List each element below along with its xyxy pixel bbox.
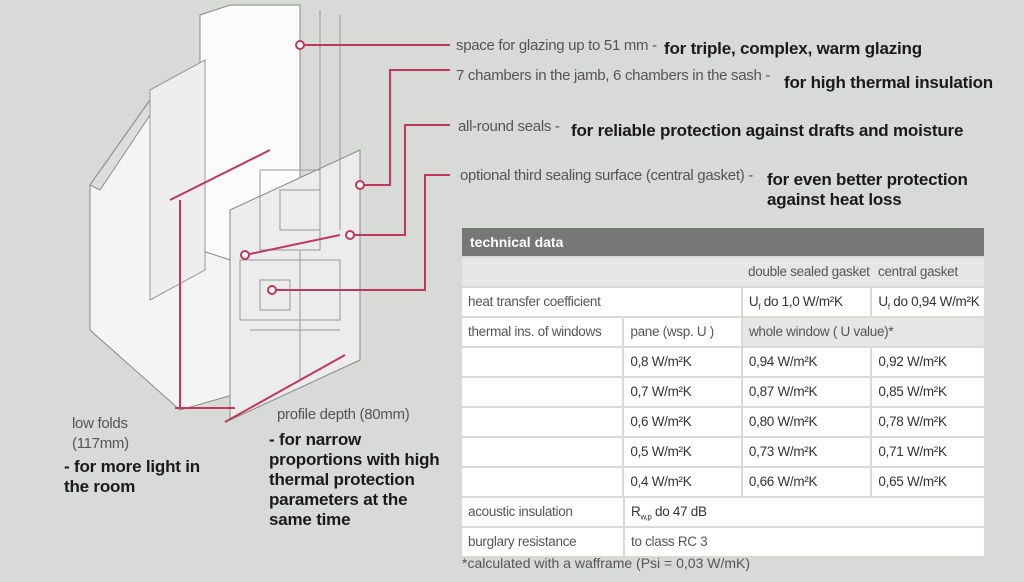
callout-chambers-desc: for high thermal insulation bbox=[784, 73, 993, 92]
pane-header: pane (wsp. U ) bbox=[624, 318, 741, 346]
table-row: 0,4 W/m²K 0,66 W/m²K 0,65 W/m²K bbox=[462, 468, 984, 496]
heat-central: Uf do 0,94 W/m²K bbox=[872, 288, 984, 316]
pane-value: 0,7 W/m²K bbox=[624, 378, 741, 406]
central-value: 0,92 W/m²K bbox=[872, 348, 984, 376]
double-value: 0,73 W/m²K bbox=[742, 438, 871, 466]
burglary-label: burglary resistance bbox=[462, 528, 623, 556]
footnote: *calculated with a wafframe (Psi = 0,03 … bbox=[462, 555, 751, 571]
table-row: acoustic insulation Rw,p do 47 dB bbox=[462, 498, 984, 526]
table-row: 0,8 W/m²K 0,94 W/m²K 0,92 W/m²K bbox=[462, 348, 984, 376]
table-row: heat transfer coefficient Uf do 1,0 W/m²… bbox=[462, 288, 984, 316]
table-row: burglary resistance to class RC 3 bbox=[462, 528, 984, 556]
double-value: 0,80 W/m²K bbox=[742, 408, 871, 436]
table-row: 0,7 W/m²K 0,87 W/m²K 0,85 W/m²K bbox=[462, 378, 984, 406]
whole-window-header: whole window ( U value)* bbox=[742, 318, 984, 346]
table-row: 0,6 W/m²K 0,80 W/m²K 0,78 W/m²K bbox=[462, 408, 984, 436]
empty-cell bbox=[462, 438, 623, 466]
burglary-value: to class RC 3 bbox=[625, 528, 984, 556]
callout-glazing-desc: for triple, complex, warm glazing bbox=[664, 39, 922, 58]
empty-cell bbox=[462, 348, 623, 376]
low-folds-desc: - for more light in the room bbox=[64, 457, 200, 496]
pane-value: 0,6 W/m²K bbox=[624, 408, 741, 436]
callout-gasket-label: optional third sealing surface (central … bbox=[460, 167, 753, 184]
central-value: 0,78 W/m²K bbox=[872, 408, 984, 436]
pane-value: 0,8 W/m²K bbox=[624, 348, 741, 376]
col-header-central: central gasket bbox=[878, 264, 958, 279]
table-row: 0,5 W/m²K 0,73 W/m²K 0,71 W/m²K bbox=[462, 438, 984, 466]
acoustic-label: acoustic insulation bbox=[462, 498, 623, 526]
pane-value: 0,5 W/m²K bbox=[624, 438, 741, 466]
table-row: thermal ins. of windows pane (wsp. U ) w… bbox=[462, 318, 984, 346]
double-value: 0,66 W/m²K bbox=[742, 468, 871, 496]
central-value: 0,85 W/m²K bbox=[872, 378, 984, 406]
profile-depth-label: profile depth (80mm) bbox=[277, 406, 410, 423]
heat-label: heat transfer coefficient bbox=[462, 288, 741, 316]
callout-gasket-desc: for even better protection against heat … bbox=[767, 170, 968, 209]
callout-seals-label: all-round seals - bbox=[458, 118, 560, 135]
empty-cell bbox=[462, 408, 623, 436]
double-value: 0,87 W/m²K bbox=[742, 378, 871, 406]
profile-depth-desc: - for narrow proportions with high therm… bbox=[269, 430, 440, 529]
acoustic-value: Rw,p do 47 dB bbox=[625, 498, 984, 526]
low-folds-label: low folds (117mm) bbox=[72, 415, 129, 452]
callout-chambers-label: 7 chambers in the jamb, 6 chambers in th… bbox=[456, 67, 771, 84]
window-profile-illustration bbox=[89, 4, 450, 423]
technical-data-table: technical data double sealed gasket cent… bbox=[462, 228, 984, 556]
col-header-double: double sealed gasket bbox=[748, 264, 870, 279]
pane-value: 0,4 W/m²K bbox=[624, 468, 741, 496]
double-value: 0,94 W/m²K bbox=[742, 348, 871, 376]
empty-cell bbox=[462, 468, 623, 496]
heat-double: Uf do 1,0 W/m²K bbox=[742, 288, 871, 316]
central-value: 0,65 W/m²K bbox=[872, 468, 984, 496]
callout-seals-desc: for reliable protection against drafts a… bbox=[571, 121, 964, 140]
table-title: technical data bbox=[462, 228, 984, 256]
empty-cell bbox=[462, 378, 623, 406]
callout-glazing-label: space for glazing up to 51 mm - bbox=[456, 37, 657, 54]
thermal-label: thermal ins. of windows bbox=[462, 318, 623, 346]
central-value: 0,71 W/m²K bbox=[872, 438, 984, 466]
